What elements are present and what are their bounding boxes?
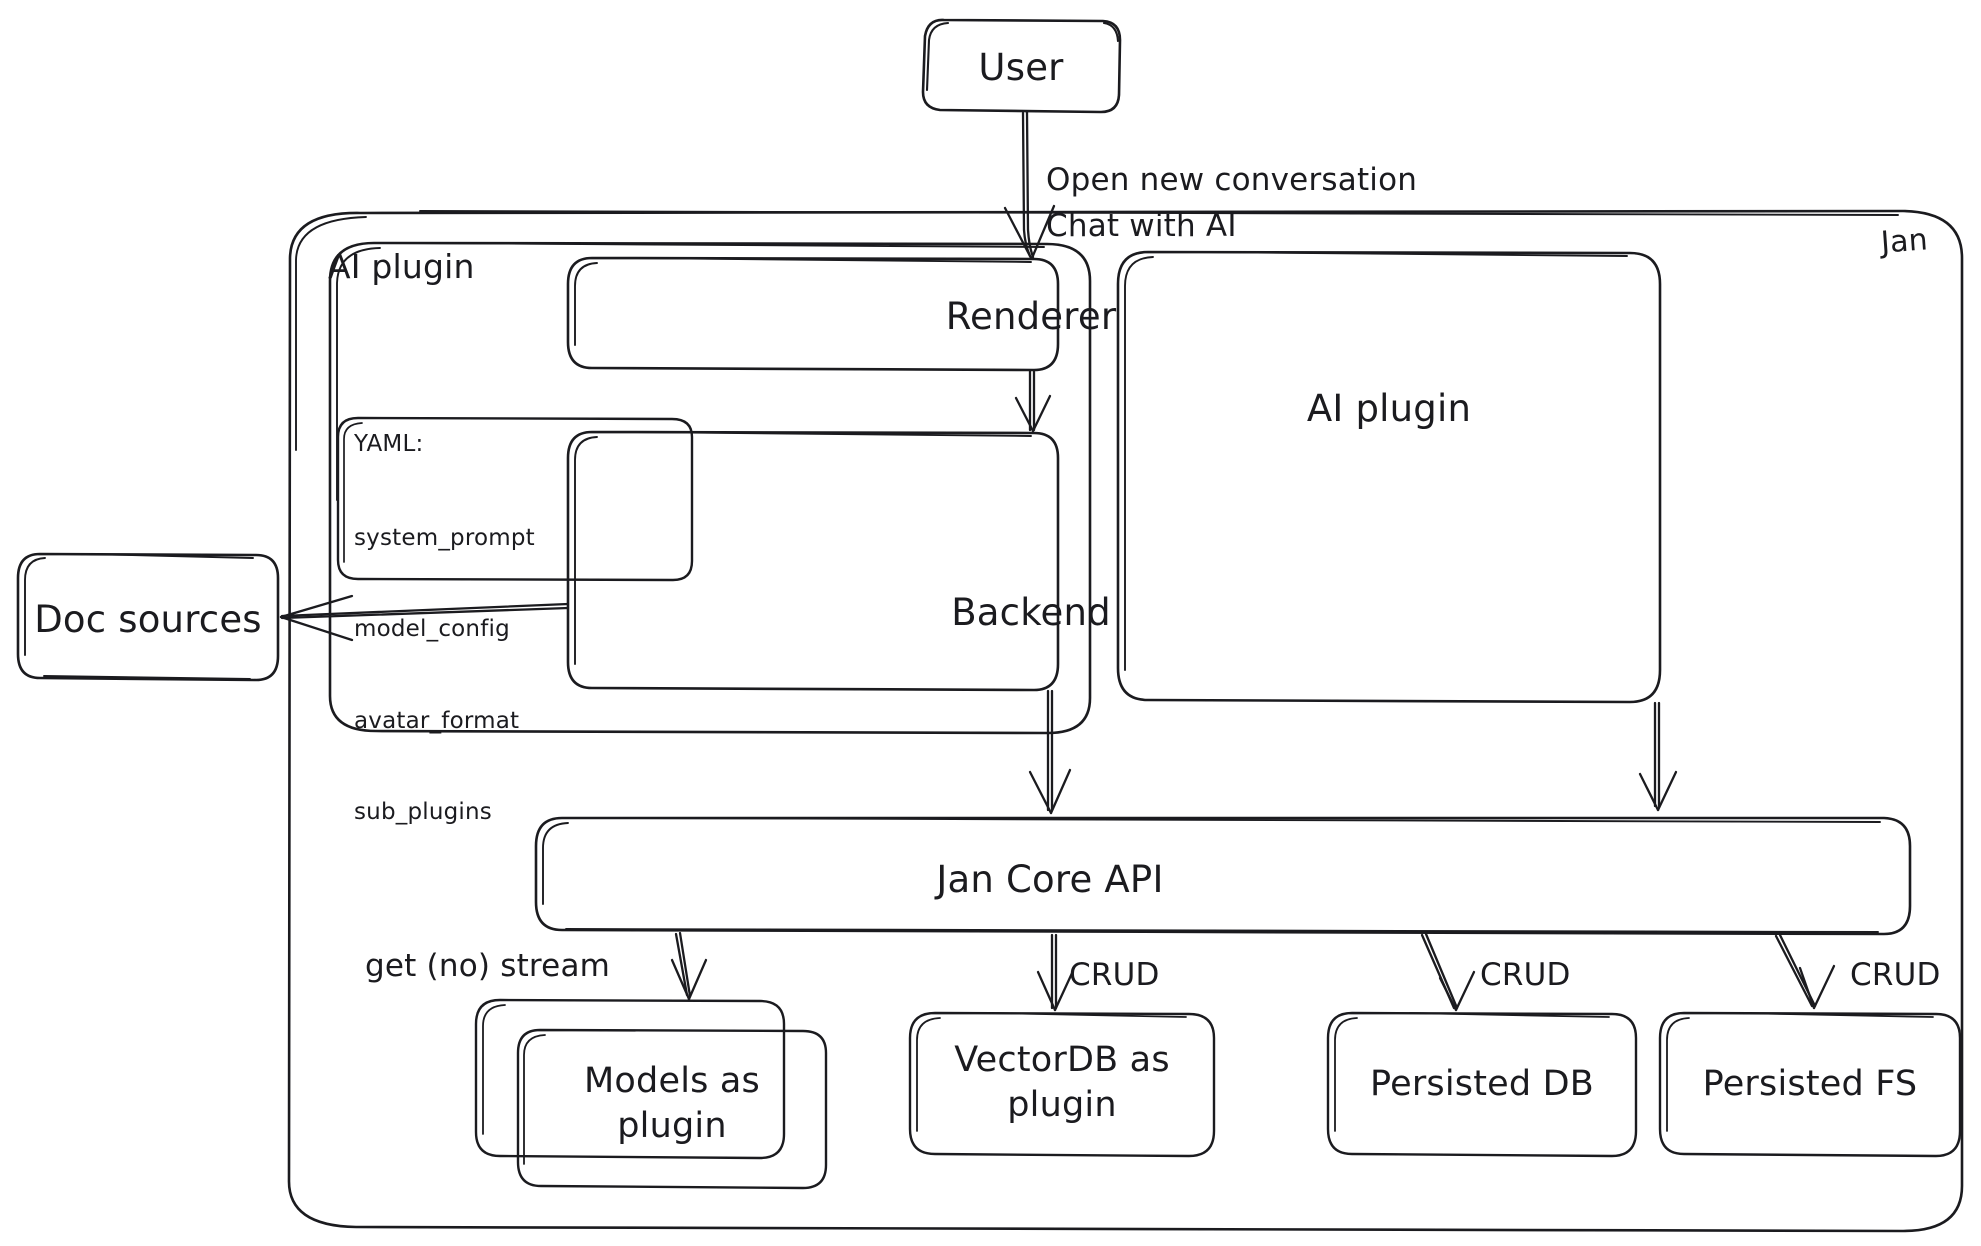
arrow-user-to-renderer bbox=[1003, 110, 1056, 260]
arrow-core-api-to-models bbox=[670, 931, 708, 1001]
ai-plugin-group-label: AI plugin bbox=[328, 247, 475, 286]
edge-label-crud-vectordb: CRUD bbox=[1069, 957, 1160, 993]
models-as-plugin-box-shape[interactable] bbox=[474, 998, 828, 1190]
edge-label-get-no-stream: get (no) stream bbox=[365, 948, 611, 984]
edge-label-user-flow-line2: Chat with AI bbox=[1046, 208, 1237, 244]
backend-box-label: Backend bbox=[951, 591, 1111, 634]
persisted-db-box-shape[interactable] bbox=[1326, 1011, 1638, 1158]
edge-label-crud-persisted-db: CRUD bbox=[1480, 957, 1571, 993]
doc-sources-box-shape[interactable] bbox=[16, 552, 280, 682]
ai-plugin-right-box-shape[interactable] bbox=[1116, 250, 1662, 704]
jan-container-shape[interactable] bbox=[287, 209, 1964, 1233]
vectordb-as-plugin-box-label: VectorDB as plugin bbox=[954, 1040, 1170, 1125]
user-box-label: User bbox=[978, 46, 1064, 89]
yaml-key-model-config: model_config bbox=[354, 616, 510, 643]
yaml-key-system-prompt: system_prompt bbox=[354, 524, 535, 551]
persisted-db-box-label: Persisted DB bbox=[1370, 1064, 1594, 1104]
user-box-shape[interactable] bbox=[921, 18, 1122, 114]
vectordb-as-plugin-box-shape[interactable] bbox=[908, 1011, 1216, 1158]
yaml-key-sub-plugins: sub_plugins bbox=[354, 798, 492, 825]
yaml-card-header: YAML: bbox=[354, 431, 424, 457]
yaml-card-shape[interactable] bbox=[336, 416, 694, 582]
jan-container-label: Jan bbox=[1879, 222, 1929, 261]
arrow-backend-to-doc-sources bbox=[279, 594, 570, 642]
persisted-fs-box-shape[interactable] bbox=[1658, 1011, 1962, 1158]
arrow-backend-to-core-api bbox=[1028, 689, 1072, 815]
arrow-core-api-to-persisted-fs bbox=[1774, 933, 1836, 1010]
doc-sources-box-label: Doc sources bbox=[34, 598, 262, 641]
yaml-card-keys: system_prompt model_config avatar_format… bbox=[354, 462, 535, 886]
yaml-key-avatar-format: avatar_format bbox=[354, 707, 520, 734]
edge-label-crud-persisted-fs: CRUD bbox=[1850, 957, 1941, 993]
renderer-box-label: Renderer bbox=[945, 295, 1117, 338]
jan-core-api-box-label: Jan Core API bbox=[936, 858, 1164, 901]
models-as-plugin-box-label: Models as plugin bbox=[584, 1061, 760, 1146]
arrow-core-api-to-vectordb bbox=[1036, 933, 1075, 1012]
persisted-fs-box-label: Persisted FS bbox=[1702, 1064, 1918, 1104]
jan-core-api-box-shape[interactable] bbox=[534, 816, 1912, 936]
edge-label-user-flow-line1: Open new conversation bbox=[1046, 162, 1418, 198]
arrow-ai-plugin-to-core-api bbox=[1638, 701, 1678, 812]
backend-box-shape[interactable] bbox=[566, 430, 1060, 692]
arrow-core-api-to-persisted-db bbox=[1420, 932, 1476, 1012]
arrow-renderer-to-backend bbox=[1014, 369, 1052, 433]
ai-plugin-right-box-label: AI plugin bbox=[1306, 387, 1472, 430]
